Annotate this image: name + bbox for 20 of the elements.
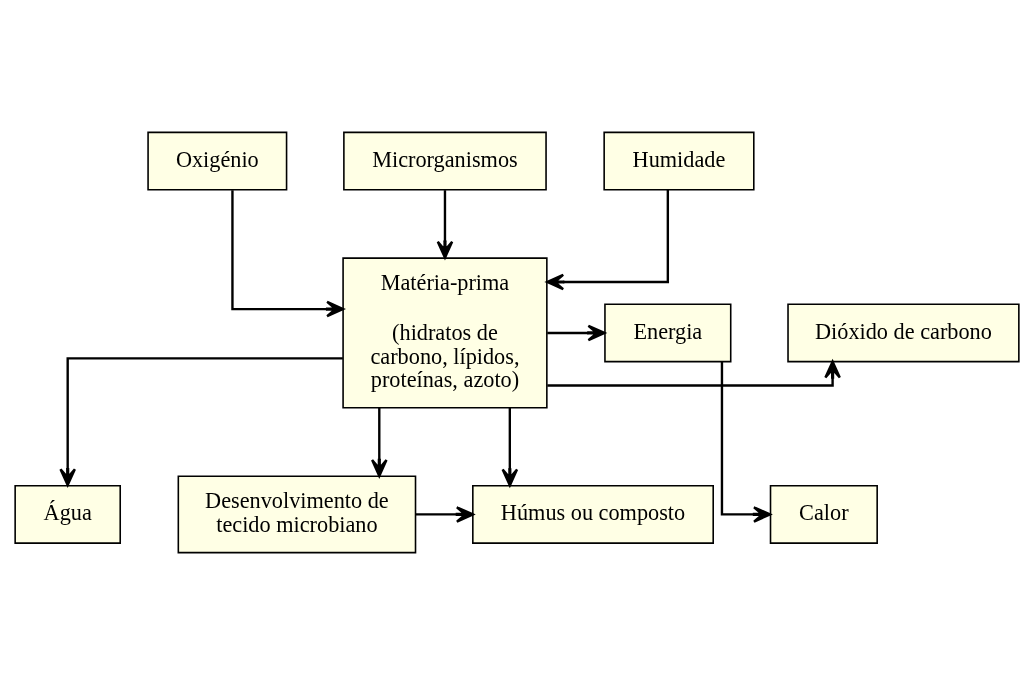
arrow <box>436 189 454 259</box>
arrow <box>501 407 519 487</box>
arrow <box>547 324 606 341</box>
arrow <box>231 189 345 317</box>
node-box: Humidade <box>603 131 755 190</box>
arrow <box>415 505 474 523</box>
node-box: Matéria-prima (hidratos de carbono, lípidos, proteínas, azoto) <box>342 256 548 409</box>
arrow <box>59 356 343 486</box>
arrow <box>546 189 670 290</box>
node-box: Desenvolvimento de tecido microbiano <box>177 474 417 553</box>
arrow <box>547 359 841 387</box>
node-box: Húmus ou composto <box>472 484 714 544</box>
node-box: Água <box>14 484 121 544</box>
node-box: Microrganismos <box>343 131 547 190</box>
node-box: Energia <box>604 303 732 362</box>
node-box: Dióxido de carbono <box>787 303 1020 362</box>
arrow <box>370 407 388 477</box>
node-box: Oxigénio <box>147 131 288 190</box>
node-box: Calor <box>769 484 878 544</box>
arrow <box>720 361 772 523</box>
